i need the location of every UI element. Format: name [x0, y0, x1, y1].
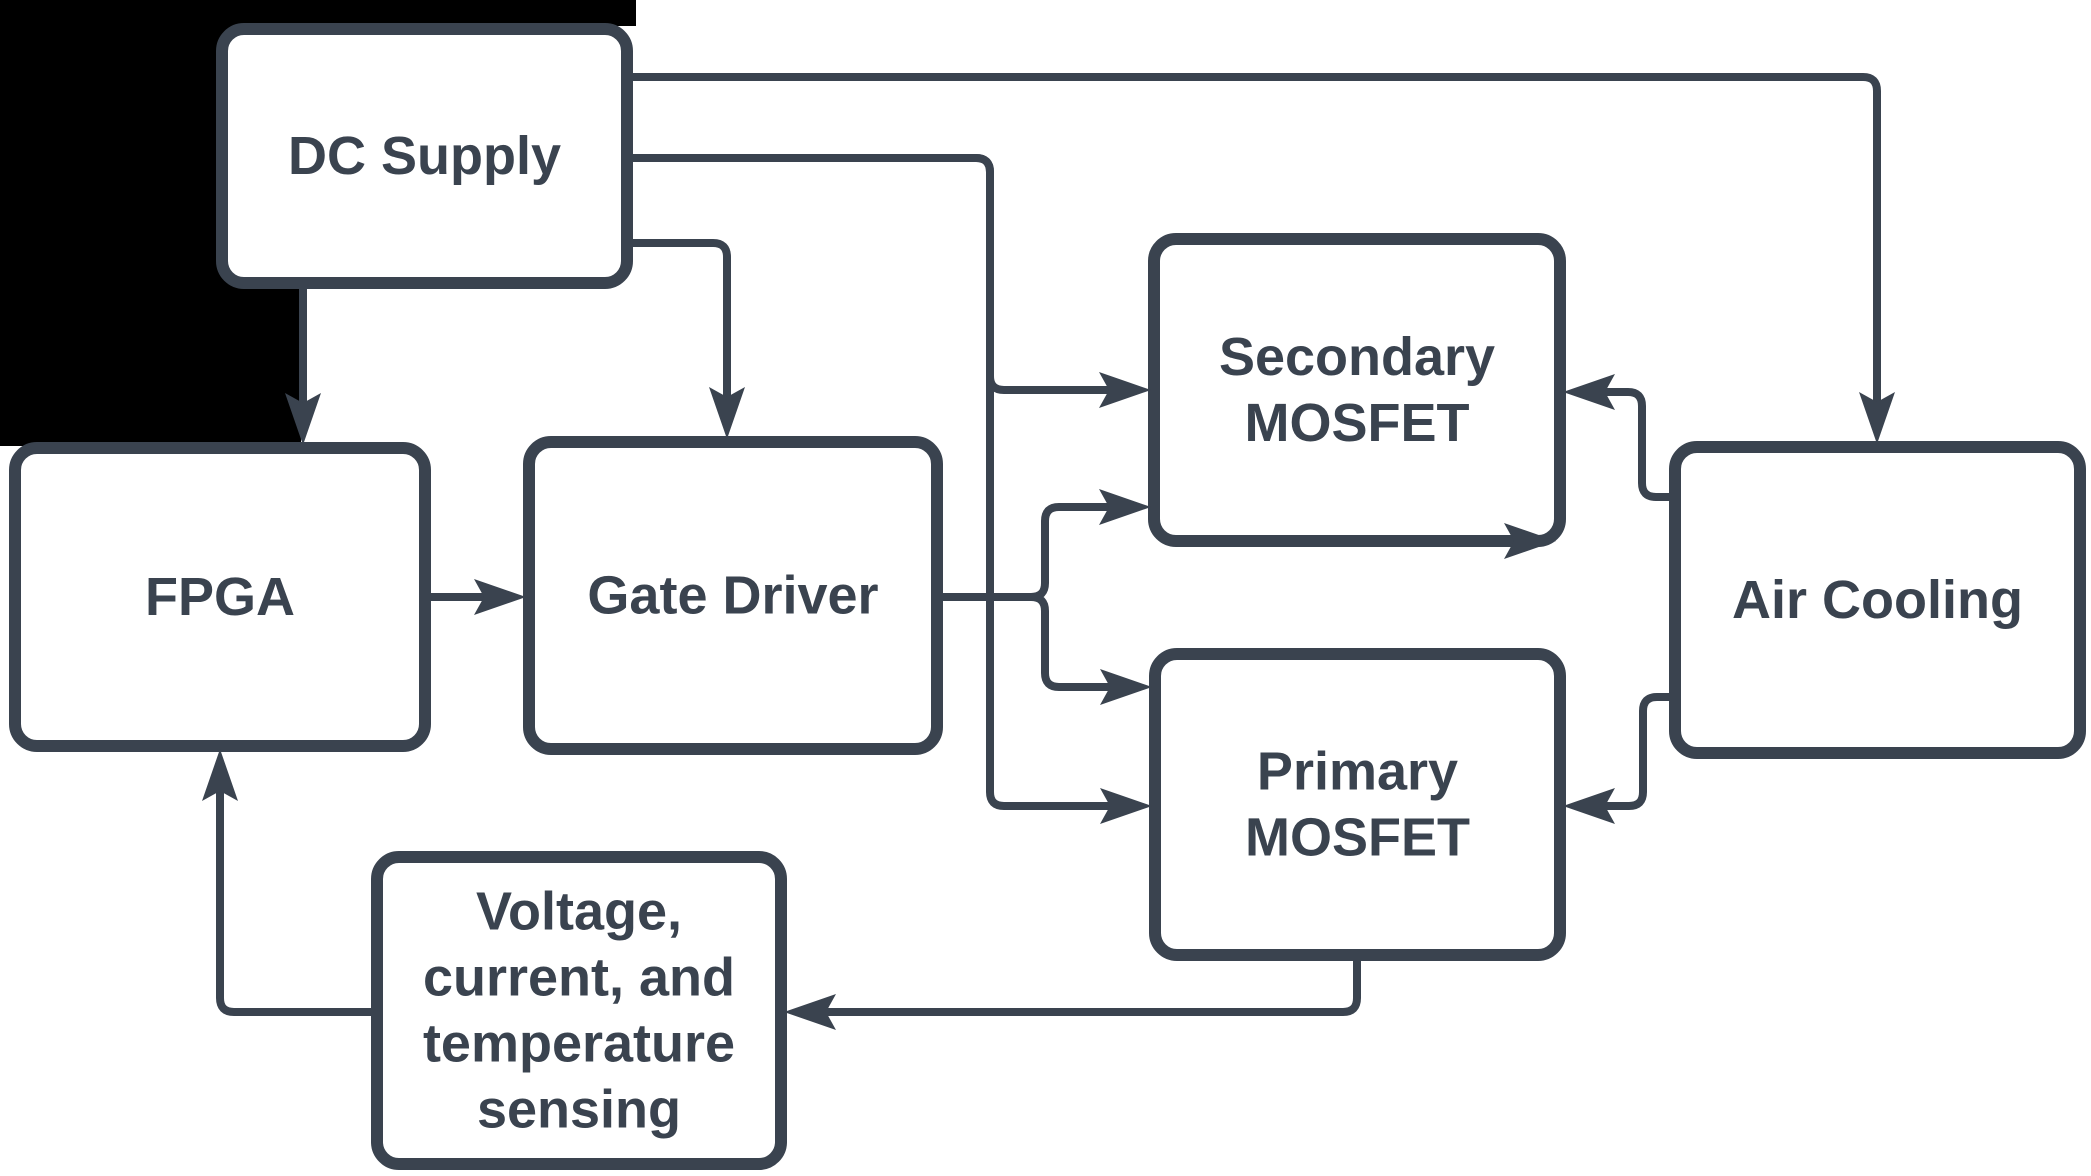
edge-dc-supply-to-secondary-mosfet-arrowhead — [1099, 372, 1151, 408]
edge-primary-mosfet-to-sensing-line — [824, 953, 1361, 1016]
node-secondary-mosfet-label-line-1: MOSFET — [1245, 393, 1470, 453]
edge-dc-supply-to-primary-mosfet — [629, 154, 1152, 824]
edge-air-cooling-to-secondary-mosfet-line — [1603, 388, 1673, 501]
edge-secondary-mosfet-output — [1175, 523, 1556, 559]
node-air-cooling: Air Cooling — [1669, 441, 2086, 759]
node-gate-driver-label: Gate Driver — [587, 566, 878, 626]
edge-gate-driver-to-secondary-mosfet-arrowhead — [1099, 489, 1151, 525]
node-sensing-box — [371, 851, 787, 1170]
node-gate-driver-box — [523, 436, 943, 755]
edge-fpga-to-gate-driver — [427, 579, 526, 615]
node-dc-supply-box — [216, 23, 633, 289]
node-dc-supply: DC Supply — [216, 23, 633, 289]
edge-air-cooling-to-secondary-mosfet-arrowhead — [1563, 374, 1615, 410]
node-secondary-mosfet-box — [1148, 233, 1566, 547]
edge-sensing-to-fpga-line — [216, 789, 374, 1016]
edge-dc-supply-to-gate-driver-arrowhead — [709, 387, 745, 439]
node-gate-driver-label-line-0: Gate Driver — [587, 566, 878, 626]
node-air-cooling-label: Air Cooling — [1732, 570, 2023, 630]
edge-fpga-to-gate-driver-arrowhead — [474, 579, 526, 615]
edge-dc-supply-to-fpga — [285, 286, 321, 445]
node-sensing-label-line-1: current, and — [423, 948, 735, 1008]
node-fpga-label-line-0: FPGA — [145, 567, 295, 627]
node-air-cooling-box — [1669, 441, 2086, 759]
edge-dc-supply-to-air-cooling-line — [629, 73, 1881, 404]
edge-gate-driver-to-primary-mosfet — [939, 593, 1152, 705]
edge-dc-supply-to-air-cooling — [629, 73, 1895, 444]
node-secondary-mosfet-label-line-0: Secondary — [1219, 327, 1495, 387]
edge-dc-supply-to-fpga-arrowhead — [285, 393, 321, 445]
edge-air-cooling-to-secondary-mosfet — [1563, 374, 1673, 501]
node-fpga: FPGA — [9, 442, 431, 752]
node-dc-supply-label: DC Supply — [288, 126, 561, 186]
node-primary-mosfet-box — [1149, 648, 1566, 961]
edge-dc-supply-to-gate-driver-line — [629, 239, 731, 399]
node-air-cooling-label-line-0: Air Cooling — [1732, 570, 2023, 630]
node-fpga-box — [9, 442, 431, 752]
node-primary-mosfet-label-line-0: Primary — [1257, 742, 1458, 802]
edge-dc-supply-to-primary-mosfet-arrowhead — [1100, 788, 1152, 824]
edge-primary-mosfet-to-sensing — [784, 953, 1361, 1030]
edge-dc-supply-to-primary-mosfet-line — [629, 154, 1112, 810]
edge-air-cooling-to-primary-mosfet — [1563, 693, 1673, 824]
edge-sensing-to-fpga — [202, 749, 374, 1016]
edge-secondary-mosfet-output-arrowhead — [1504, 523, 1556, 559]
edge-primary-mosfet-to-sensing-arrowhead — [784, 994, 836, 1030]
node-sensing-label-line-2: temperature — [423, 1014, 735, 1074]
node-dc-supply-label-line-0: DC Supply — [288, 126, 561, 186]
node-primary-mosfet-label-line-1: MOSFET — [1245, 808, 1470, 868]
edge-gate-driver-to-primary-mosfet-arrowhead — [1100, 669, 1152, 705]
edge-air-cooling-to-primary-mosfet-line — [1603, 693, 1673, 810]
edge-sensing-to-fpga-arrowhead — [202, 749, 238, 801]
node-gate-driver: Gate Driver — [523, 436, 943, 755]
edge-dc-supply-to-air-cooling-arrowhead — [1859, 392, 1895, 444]
node-sensing-label-line-3: sensing — [477, 1080, 681, 1140]
edge-gate-driver-to-primary-mosfet-line — [939, 593, 1112, 691]
edge-air-cooling-to-primary-mosfet-arrowhead — [1563, 788, 1615, 824]
edge-dc-supply-to-gate-driver — [629, 239, 745, 439]
node-sensing-label-line-0: Voltage, — [476, 882, 682, 942]
node-fpga-label: FPGA — [145, 567, 295, 627]
